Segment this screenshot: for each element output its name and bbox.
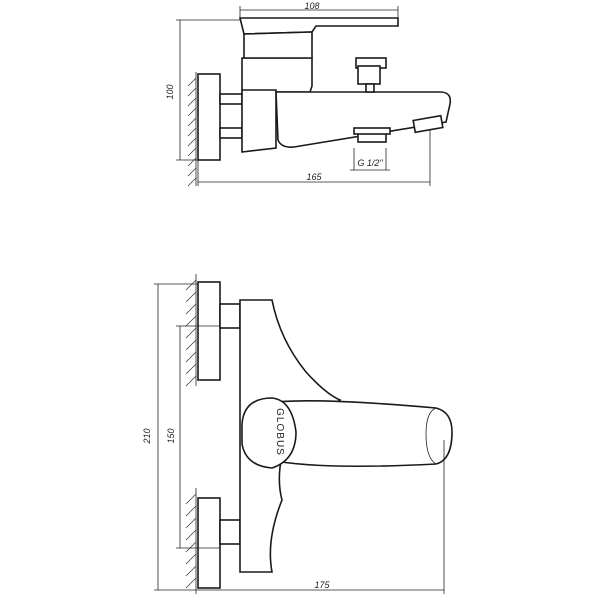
bottom-connector-upper (219, 303, 241, 329)
bottom-view: GLOBUS 210 150 175 (142, 274, 453, 594)
brand-logo-text: GLOBUS (274, 408, 285, 456)
bottom-flange-lower (197, 497, 221, 589)
dim-label-210: 210 (142, 428, 152, 444)
top-connector-upper (219, 93, 243, 105)
top-mixer-body-upper (241, 57, 313, 93)
dim-label-175: 175 (314, 580, 330, 590)
hose-outlet (353, 127, 391, 143)
top-view: 108 100 165 G 1/2" (165, 1, 452, 187)
top-lever-handle (238, 17, 399, 35)
top-wall-flange (197, 73, 221, 161)
diverter-knob (355, 57, 387, 93)
bottom-wall-hatching (185, 274, 197, 594)
bottom-lever-cap (241, 397, 297, 469)
bottom-connector-lower (219, 519, 241, 545)
dim-label-100: 100 (165, 84, 175, 99)
top-aerator (412, 114, 444, 134)
dim-label-150: 150 (166, 428, 176, 443)
bottom-spout-outlet (425, 407, 437, 465)
dim-label-165: 165 (306, 172, 322, 182)
top-connector-lower (219, 127, 243, 139)
top-wall-hatching (187, 72, 197, 187)
thread-label: G 1/2" (357, 158, 383, 168)
top-cartridge-cap (243, 31, 313, 59)
dim-label-108: 108 (304, 1, 319, 11)
bottom-flange-upper (197, 281, 221, 381)
top-mixer-body (241, 89, 277, 153)
bottom-spout (261, 400, 453, 468)
